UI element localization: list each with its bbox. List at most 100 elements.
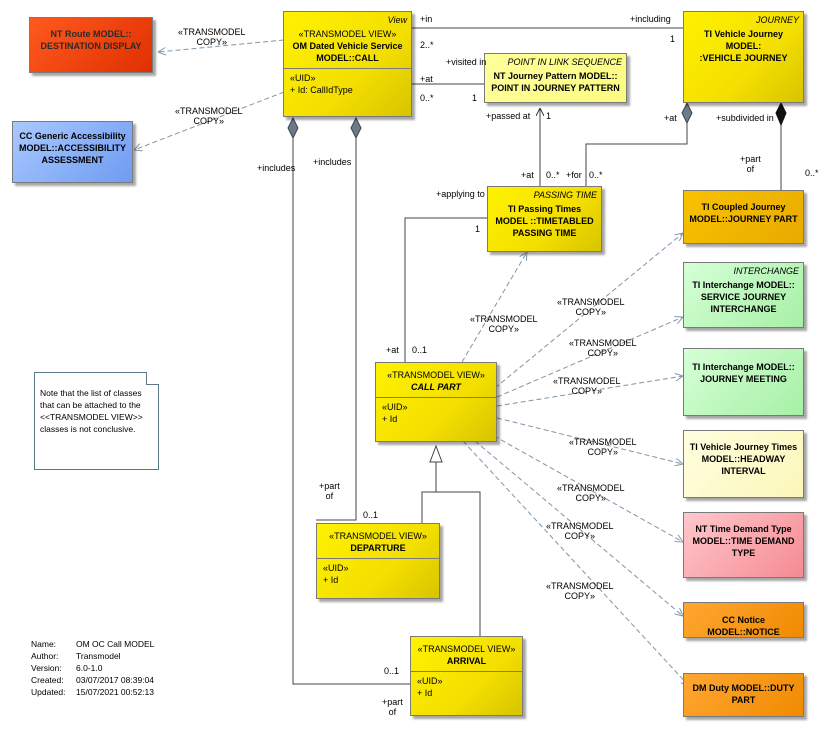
label-tm-copy-8: «TRANSMODEL COPY» [546,581,614,601]
label-tm-copy-7: «TRANSMODEL COPY» [546,521,614,541]
meta-key-created: Created: [31,675,64,685]
journey-corner-label: JOURNEY [755,15,799,25]
headway-interval-class[interactable]: TI Vehicle Journey Times MODEL::HEADWAY … [683,430,804,498]
label-at-1: +at [420,74,433,84]
service-journey-interchange-class[interactable]: INTERCHANGE TI Interchange MODEL:: SERVI… [683,262,804,328]
call-part-title: CALL PART [410,382,461,392]
label-in: +in [420,14,433,24]
label-zero-star-1: 0..* [420,93,434,103]
departure-id-attribute: + Id [323,575,339,585]
label-applying-to: +applying to [436,189,485,199]
headway-interval-title: TI Vehicle Journey Times MODEL::HEADWAY … [689,442,798,476]
arrival-title: ARRIVAL [446,656,487,666]
journey-meeting-class[interactable]: TI Interchange MODEL:: JOURNEY MEETING [683,348,804,416]
time-demand-type-title: NT Time Demand Type MODEL::TIME DEMAND T… [692,524,795,558]
call-title: OM Dated Vehicle Service MODEL::CALL [292,41,403,63]
dep-call-access [134,91,285,150]
call-part-class[interactable]: «TRANSMODEL VIEW» CALL PART «UID» + Id [375,362,497,442]
accessibility-assessment-title: CC Generic Accessibility MODEL::ACCESSIB… [19,131,126,165]
call-uid-stereotype: «UID» [290,73,316,83]
meta-key-updated: Updated: [31,687,66,697]
label-for: +for [566,170,582,180]
destination-display-title: NT Route MODEL:: DESTINATION DISPLAY [40,29,142,51]
call-part-uid-stereotype: «UID» [382,402,408,412]
journey-part-title: TI Coupled Journey MODEL::JOURNEY PART [689,202,798,224]
label-part-of-3: +part of [382,697,403,717]
notice-class[interactable]: CC Notice MODEL::NOTICE [683,602,804,638]
meta-value-version: 6.0-1.0 [76,663,103,673]
label-one-b: 1 [472,93,478,103]
call-part-id-attribute: + Id [382,414,398,424]
label-zero-one-1: 0..1 [412,345,428,355]
timetabled-passing-time-class[interactable]: PASSING TIME TI Passing Times MODEL ::TI… [487,186,602,252]
label-zero-star-3: 0..* [589,170,603,180]
label-includes-1: +includes [257,163,296,173]
dep-callpart-passing [461,252,527,363]
dep-callpart-coupled [494,233,683,389]
departure-stereotype: «TRANSMODEL VIEW» [329,531,427,541]
label-tm-copy-6: «TRANSMODEL COPY» [557,483,625,503]
label-tm-copy-3: «TRANSMODEL COPY» [569,338,637,358]
label-zero-star-4: 0..* [805,168,819,178]
label-including: +including [630,14,671,24]
dep-call-route [158,39,285,52]
label-tm-copy-5: «TRANSMODEL COPY» [569,437,637,457]
journey-part-class[interactable]: TI Coupled Journey MODEL::JOURNEY PART [683,190,804,244]
dep-callpart-notice [474,440,683,616]
meta-value-author: Transmodel [76,651,121,661]
destination-display-class[interactable]: NT Route MODEL:: DESTINATION DISPLAY [29,17,153,73]
arrival-class[interactable]: «TRANSMODEL VIEW» ARRIVAL «UID» + Id [410,636,523,716]
call-class[interactable]: View «TRANSMODEL VIEW» OM Dated Vehicle … [283,11,412,117]
label-tm-copy-route: «TRANSMODEL COPY» [178,27,246,47]
arrival-uid-stereotype: «UID» [417,676,443,686]
departure-uid-stereotype: «UID» [323,563,349,573]
meta-value-name: OM OC Call MODEL [76,639,155,649]
label-part-of-2: +part of [319,481,340,501]
label-tm-copy-4: «TRANSMODEL COPY» [553,376,621,396]
label-visited-in: +visited in [446,57,487,67]
departure-class[interactable]: «TRANSMODEL VIEW» DEPARTURE «UID» + Id [316,523,440,599]
label-one-d: 1 [475,224,481,234]
label-subdivided-in: +subdivided in [716,113,774,123]
label-two-star: 2..* [420,40,434,50]
call-stereotype: «TRANSMODEL VIEW» [298,29,397,39]
arrival-id-attribute: + Id [417,688,433,698]
point-in-journey-pattern-class[interactable]: POINT IN LINK SEQUENCE NT Journey Patter… [484,53,627,103]
label-part-of-1: +part of [740,154,761,174]
journey-meeting-title: TI Interchange MODEL:: JOURNEY MEETING [692,362,795,384]
label-at-2: +at [664,113,677,123]
label-tm-copy-2: «TRANSMODEL COPY» [557,297,625,317]
label-includes-2: +includes [313,157,352,167]
label-at-3: +at [521,170,534,180]
accessibility-assessment-class[interactable]: CC Generic Accessibility MODEL::ACCESSIB… [12,121,133,183]
duty-part-title: DM Duty MODEL::DUTY PART [692,683,795,705]
label-tm-copy-1: «TRANSMODEL COPY» [470,314,538,334]
label-zero-star-2: 0..* [546,170,560,180]
pilink-corner-label: POINT IN LINK SEQUENCE [507,57,622,67]
interchange-corner-label: INTERCHANGE [733,266,799,276]
meta-key-version: Version: [31,663,62,673]
passing-corner-label: PASSING TIME [533,190,597,200]
time-demand-type-class[interactable]: NT Time Demand Type MODEL::TIME DEMAND T… [683,512,804,578]
label-tm-copy-access: «TRANSMODEL COPY» [175,106,243,126]
duty-part-class[interactable]: DM Duty MODEL::DUTY PART [683,673,804,717]
meta-value-created: 03/07/2017 08:39:04 [76,675,154,685]
meta-key-name: Name: [31,639,57,649]
vehicle-journey-title: TI Vehicle Journey MODEL: :VEHICLE JOURN… [699,29,788,63]
point-in-journey-pattern-title: NT Journey Pattern MODEL:: POINT IN JOUR… [491,71,620,93]
diagram-metadata: Name:OM OC Call MODEL Author:Transmodel … [31,638,154,698]
label-one-c: 1 [546,111,552,121]
departure-title: DEPARTURE [350,543,406,553]
call-id-attribute: + Id: CallIdType [290,85,353,95]
meta-key-author: Author: [31,651,59,661]
vehicle-journey-class[interactable]: JOURNEY TI Vehicle Journey MODEL: :VEHIC… [683,11,804,103]
label-passed-at: +passed at [486,111,531,121]
dep-callpart-demand [486,431,683,542]
call-part-stereotype: «TRANSMODEL VIEW» [387,370,485,380]
dep-callpart-sji [496,317,683,398]
label-one-a: 1 [670,34,676,44]
timetabled-passing-time-title: TI Passing Times MODEL ::TIMETABLED PASS… [495,204,594,238]
note-text: Note that the list of classes that can b… [40,388,143,434]
label-at-4: +at [386,345,399,355]
